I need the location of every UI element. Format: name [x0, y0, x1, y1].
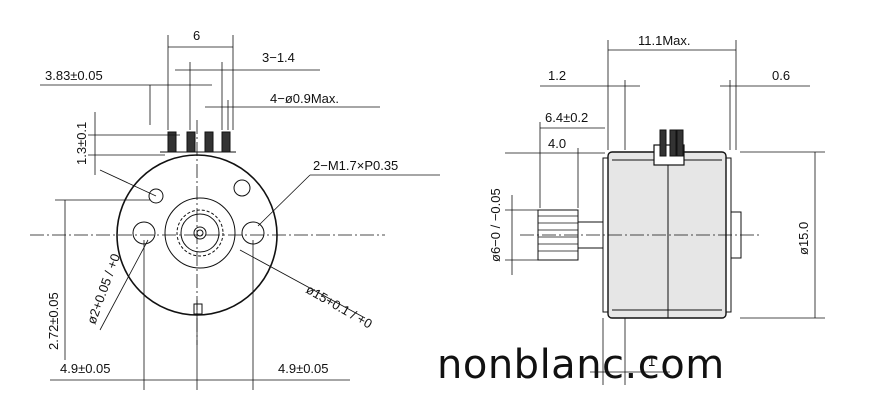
dim-m1-7-label: 2−M1.7×P0.35: [313, 158, 398, 173]
dim-phi15-label: ø15+0.1 / +0: [304, 282, 375, 332]
dim-4-9-left-label: 4.9±0.05: [60, 361, 111, 376]
hub-outline: [164, 197, 236, 269]
side-view: 11.1Max. 1.2 0.6 6.4±0.2 4.0 ø6−0 / −0.0…: [488, 33, 825, 385]
dim-phi15-side-label: ø15.0: [796, 222, 811, 255]
terminal-pins: [160, 131, 236, 153]
dim-11-1-label: 11.1Max.: [638, 33, 691, 48]
upper-hole-left: [148, 188, 164, 204]
dim-1-2-label: 1.2: [548, 68, 566, 83]
key-notch: [193, 303, 203, 315]
dim-6-label: 6: [193, 28, 200, 43]
gear-outer: [176, 209, 224, 257]
front-view: 6 3−1.4 3.83±0.05 4−ø0.9Max. 1.3±0.1 2−M…: [30, 28, 440, 390]
dim-4-phi-label: 4−ø0.9Max.: [270, 91, 339, 106]
upper-hole-right: [233, 179, 251, 197]
dim-1-label: 1: [648, 354, 655, 369]
shaft: [193, 226, 207, 240]
watermark-text: nonblanc.com: [437, 342, 725, 388]
dim-4-9-right-label: 4.9±0.05: [278, 361, 329, 376]
dim-3-83-label: 3.83±0.05: [45, 68, 103, 83]
dim-2-72-label: 2.72±0.05: [46, 292, 61, 350]
dim-3-1-4-label: 3−1.4: [262, 50, 295, 65]
dim-phi6-label: ø6−0 / −0.05: [488, 188, 503, 262]
dim-6-4-label: 6.4±0.2: [545, 110, 588, 125]
dim-1-3-label: 1.3±0.1: [74, 122, 89, 165]
dim-4-0-label: 4.0: [548, 136, 566, 151]
dim-0-6-label: 0.6: [772, 68, 790, 83]
dim-phi2-label: ø2+0.05 / +0: [84, 252, 123, 326]
gear-body: [180, 213, 220, 253]
